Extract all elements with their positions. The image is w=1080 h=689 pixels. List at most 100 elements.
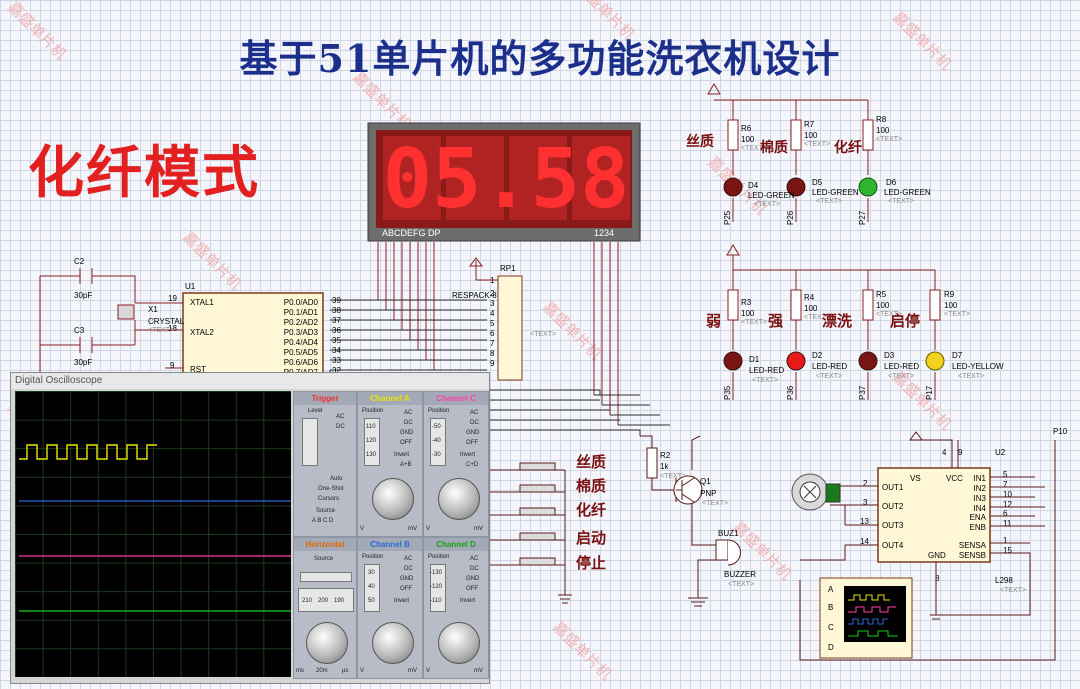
led-group-mid [726,244,941,400]
svg-text:D5: D5 [812,178,823,187]
trigger-panel: Trigger Level AC DC Auto One-Shot Cursor… [293,391,357,537]
channel-b-position[interactable] [364,564,380,612]
display-bus [330,242,619,425]
channel-b-knob[interactable] [372,622,414,664]
svg-text:<TEXT>: <TEXT> [752,377,778,384]
svg-text:18: 18 [168,324,177,333]
svg-text:P25: P25 [723,210,732,225]
svg-text:VS: VS [910,474,921,483]
c3-value: 30pF [74,358,92,367]
trigger-level-slider[interactable] [302,418,318,466]
led-d7 [925,351,945,371]
svg-text:7: 7 [1003,480,1008,489]
svg-text:C: C [828,623,834,632]
channel-a-knob[interactable] [372,478,414,520]
digit-label: 1234 [594,228,614,238]
svg-text:D2: D2 [812,351,823,360]
svg-text:<TEXT>: <TEXT> [876,136,902,143]
svg-text:3: 3 [863,498,868,507]
svg-text:<TEXT>: <TEXT> [816,373,842,380]
switch-label-start: 启动 [576,529,606,547]
oscilloscope-titlebar[interactable]: Digital Oscilloscope [11,373,489,389]
svg-text:PNP: PNP [700,489,716,498]
c3-ref: C3 [74,326,85,335]
channel-a-position[interactable] [364,418,380,466]
c2-value: 30pF [74,291,92,300]
svg-text:P26: P26 [786,210,795,225]
crystal-circuit [39,268,183,372]
svg-text:P27: P27 [858,210,867,225]
x1-text: <TEXT> [148,327,174,334]
channel-d-position[interactable] [430,564,446,612]
channel-d-panel: Channel D Position -130 -120 -110 AC DC … [423,537,489,679]
svg-text:P37: P37 [858,385,867,400]
svg-text:IN3: IN3 [974,494,987,503]
label-weak: 弱 [706,312,721,330]
svg-text:P0.0/AD0: P0.0/AD0 [284,298,319,307]
svg-text:D3: D3 [884,351,895,360]
svg-text:XTAL2: XTAL2 [190,328,214,337]
svg-text:ENB: ENB [970,523,986,532]
svg-text:3: 3 [490,299,495,308]
svg-text:35: 35 [332,336,341,345]
svg-text:R4: R4 [804,293,815,302]
svg-text:Q1: Q1 [700,477,711,486]
x1-type: CRYSTAL [148,317,185,326]
svg-text:LED-GREEN: LED-GREEN [884,188,931,197]
respack-rp1: RP1 RESPACK-8 <TEXT> 1 2 3 4 5 6 7 8 9 [452,257,556,381]
svg-text:P36: P36 [786,385,795,400]
u2-wiring [799,431,1056,661]
svg-text:R9: R9 [944,290,955,299]
channel-c-knob[interactable] [438,478,480,520]
switch-bank [490,462,572,604]
svg-text:P10: P10 [1053,427,1068,436]
switch-label-silk: 丝质 [576,453,606,471]
svg-text:9: 9 [490,359,495,368]
svg-text:R3: R3 [741,298,752,307]
page-title: 基于51单片机的多功能洗衣机设计 [239,36,841,81]
svg-text:U1: U1 [185,282,196,291]
segment-label: ABCDEFG DP [382,228,441,238]
led-d2 [786,351,806,371]
svg-text:6: 6 [1003,509,1008,518]
svg-text:8: 8 [935,574,940,583]
svg-text:P0.5/AD5: P0.5/AD5 [284,348,319,357]
svg-text:P0.4/AD4: P0.4/AD4 [284,338,319,347]
horizontal-position[interactable] [298,588,354,612]
label-silk: 丝质 [686,133,714,150]
svg-text:4: 4 [490,309,495,318]
svg-text:SENSB: SENSB [959,551,986,560]
svg-text:2: 2 [863,479,868,488]
svg-text:33: 33 [332,356,341,365]
led-d5 [786,177,806,197]
svg-text:OUT4: OUT4 [882,541,904,550]
driver-u2: U2 VS OUT1 OUT2 OUT3 OUT4 VCC IN1 IN2 IN… [860,427,1068,594]
channel-d-knob[interactable] [438,622,480,664]
oscilloscope-traces [19,444,291,612]
svg-text:U2: U2 [995,448,1006,457]
svg-text:D1: D1 [749,355,760,364]
channel-a-panel: Channel A Position 110 120 130 AC DC GND… [357,391,423,537]
svg-text:GND: GND [928,551,946,560]
svg-text:P0.2/AD2: P0.2/AD2 [284,318,319,327]
svg-text:1k: 1k [660,462,669,471]
svg-text:<TEXT>: <TEXT> [702,500,728,507]
horizontal-knob[interactable] [306,622,348,664]
mcu-u1: U1 XTAL1 XTAL2 RST P0.0/AD0 P0.1/AD1 P0.… [168,282,341,379]
svg-text:14: 14 [860,537,869,546]
svg-text:P17: P17 [925,385,934,400]
label-startstop: 启停 [890,312,920,330]
oscilloscope-window[interactable]: Digital Oscilloscope Trigger Level AC DC… [10,372,490,684]
svg-text:100: 100 [804,304,818,313]
horizontal-source-slider[interactable] [300,572,352,582]
svg-text:<TEXT>: <TEXT> [944,311,970,318]
svg-text:7: 7 [490,339,495,348]
channel-c-position[interactable] [430,418,446,466]
svg-text:100: 100 [741,309,755,318]
svg-text:RP1: RP1 [500,264,516,273]
svg-text:<TEXT>: <TEXT> [1000,587,1026,594]
svg-text:11: 11 [1003,519,1012,528]
svg-text:6: 6 [490,329,495,338]
svg-text:32: 32 [332,366,341,375]
svg-text:D7: D7 [952,351,963,360]
